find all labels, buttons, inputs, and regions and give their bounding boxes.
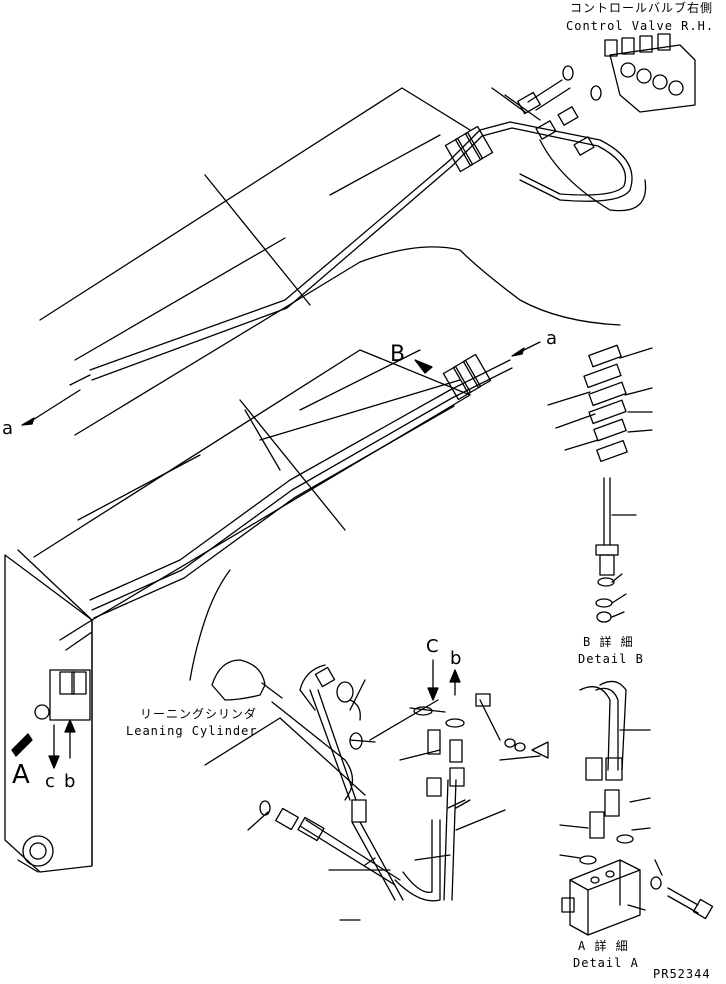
bracket-plate: [4, 554, 93, 873]
detail-b-label-en: Detail B: [578, 652, 644, 666]
marker-a-left: a: [2, 418, 14, 439]
detail-a-parts: [559, 680, 714, 936]
marker-c-left: c: [45, 771, 55, 792]
detail-a-label-en: Detail A: [573, 956, 639, 970]
marker-b-mid: b: [450, 648, 462, 669]
control-valve-label-jp: コントロールバルブ右側: [570, 1, 714, 15]
detail-b-parts: [547, 344, 653, 623]
drawing-number: PR52344: [653, 967, 711, 981]
control-valve-rh: [491, 33, 696, 156]
mid-clamp: [414, 353, 492, 401]
leaning-cylinder-label-en: Leaning Cylinder: [126, 724, 258, 738]
control-valve-label-en: Control Valve R.H.: [566, 19, 715, 33]
view-arrow-a: [11, 719, 76, 769]
upper-pipes: [21, 121, 647, 426]
marker-a-right: a: [546, 328, 558, 349]
leaning-cylinder-label-jp: リーニングシリンダ: [140, 707, 258, 721]
mid-pipes: [34, 341, 541, 721]
marker-a-view: A: [12, 760, 30, 790]
marker-b-view: B: [390, 342, 406, 367]
upper-clamp: [444, 125, 494, 173]
detail-a-label-jp: A 詳 細: [578, 939, 629, 953]
marker-c-mid: C: [426, 636, 439, 657]
marker-b-left: b: [64, 771, 76, 792]
boom-frame: [17, 87, 621, 866]
leaning-cylinder-area: [189, 569, 549, 921]
detail-b-label-jp: B 詳 細: [583, 635, 634, 649]
